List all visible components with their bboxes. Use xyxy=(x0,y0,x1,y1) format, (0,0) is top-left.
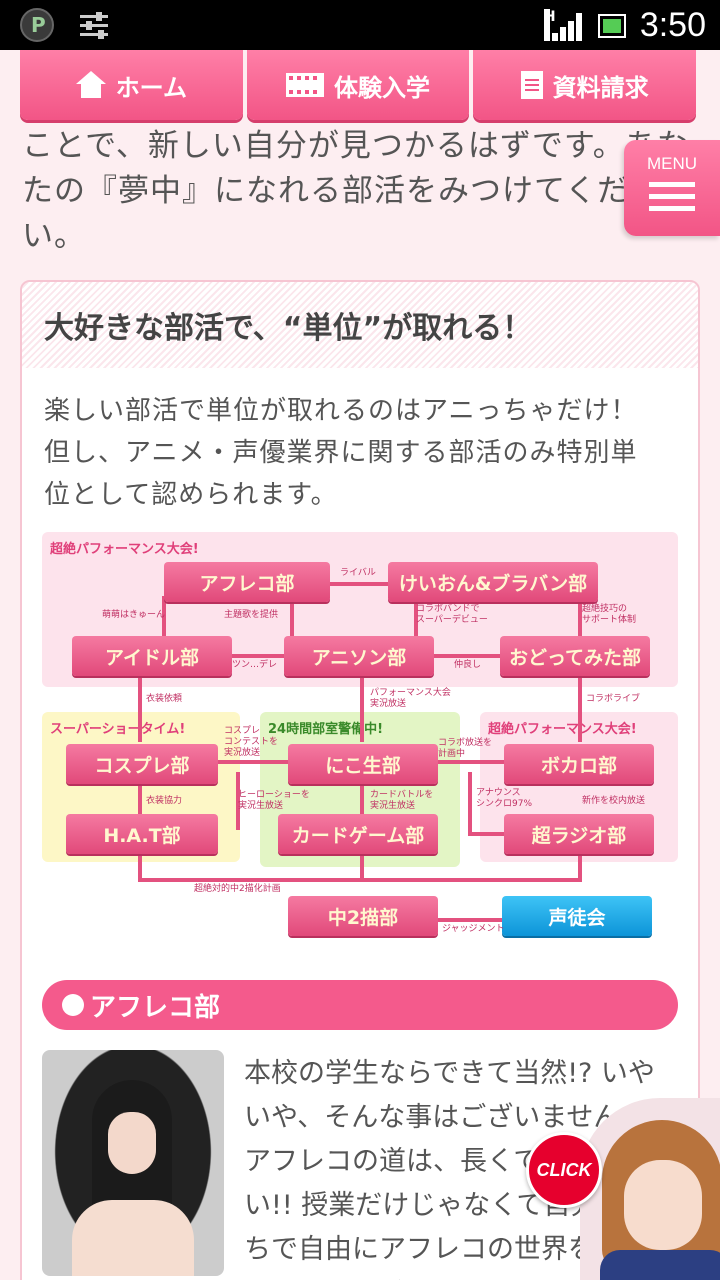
connector xyxy=(578,850,582,880)
connector xyxy=(360,674,364,742)
connector xyxy=(162,596,166,646)
note-label: 萌萌はきゅーん xyxy=(102,610,166,620)
note-label: コラボバンドで スーパーデビュー xyxy=(416,604,488,625)
card-line: 楽しい部活で単位が取れるのはアニっちゃだけ！ xyxy=(44,396,638,426)
card-title: 大好きな部活で、“単位”が取れる！ xyxy=(22,282,698,368)
section-title: アフレコ部 xyxy=(90,992,221,1023)
status-bar: H 3:50 xyxy=(0,0,720,50)
intro-text: ことで、新しい自分が見つかるはずです。あなたの『夢中』になれる部活をみつけてくだ… xyxy=(22,128,689,254)
note-label: 主題歌を提供 xyxy=(224,610,279,620)
note-label: 仲良し xyxy=(454,660,482,670)
connector xyxy=(138,850,142,880)
connector xyxy=(232,654,284,658)
battery-icon xyxy=(597,13,626,38)
note-label: 衣装依頼 xyxy=(146,694,183,704)
connector xyxy=(138,782,142,816)
signal-icon: H xyxy=(543,8,584,41)
note-label: ツン…デレ xyxy=(232,660,278,670)
connector xyxy=(414,596,418,646)
club-card: 大好きな部活で、“単位”が取れる！ 楽しい部活で単位が取れるのはアニっちゃだけ！… xyxy=(20,280,700,1280)
connector xyxy=(468,772,472,834)
club-seitokai[interactable]: 声徒会 xyxy=(502,896,652,936)
connector xyxy=(434,654,500,658)
body-line: して、ライバルのあの子に xyxy=(244,1272,674,1280)
click-banner[interactable]: CLICK xyxy=(520,1090,720,1280)
club-anison[interactable]: アニソン部 xyxy=(284,636,434,676)
section-header[interactable]: アフレコ部 xyxy=(42,980,678,1030)
nav-trial-label: 体験入学 xyxy=(334,73,430,102)
club-afureko[interactable]: アフレコ部 xyxy=(164,562,330,602)
connector xyxy=(138,674,142,742)
note-label: 新作を校内放送 xyxy=(582,796,646,806)
note-label: ライバル xyxy=(340,568,376,578)
body-line: 本校の学生ならできて当然!? いや xyxy=(244,1058,655,1089)
note-label: ヒーローショーを 実況生放送 xyxy=(238,790,310,811)
nav-docs-button[interactable]: 資料請求 xyxy=(473,50,697,120)
note-label: 超絶技巧の サポート体制 xyxy=(582,604,637,625)
connector xyxy=(578,674,582,742)
connector xyxy=(468,832,506,836)
connector xyxy=(578,596,582,646)
bullet-icon xyxy=(62,994,84,1016)
note-label: アナウンス シンクロ97% xyxy=(476,788,533,809)
nav-trial-button[interactable]: 体験入学 xyxy=(246,50,470,120)
connector xyxy=(438,918,504,922)
club-cosplay[interactable]: コスプレ部 xyxy=(66,744,218,784)
body-line: いや、そんな事はございませんよ xyxy=(244,1102,648,1133)
home-icon xyxy=(75,71,106,99)
club-idol[interactable]: アイドル部 xyxy=(72,636,232,676)
nav-docs-label: 資料請求 xyxy=(552,73,649,102)
club-keion[interactable]: けいおん&ブラバン部 xyxy=(388,562,598,602)
nav-home-button[interactable]: ホーム xyxy=(20,50,243,120)
club-hat[interactable]: H.A.T部 xyxy=(66,814,218,854)
club-vocalo[interactable]: ボカロ部 xyxy=(504,744,654,784)
note-label: ジャッジメント xyxy=(442,924,505,934)
card-line: 但し、アニメ・声優業界に関する部活のみ特別単 xyxy=(44,438,638,468)
card-description: 楽しい部活で単位が取れるのはアニっちゃだけ！ 但し、アニメ・声優業界に関する部活… xyxy=(44,390,637,516)
zone-left-label: スーパーショータイム! xyxy=(50,722,186,737)
connector xyxy=(330,582,390,586)
connector xyxy=(438,760,504,764)
nav-home-label: ホーム xyxy=(115,73,187,102)
zone-center-label: 24時間部室警備中! xyxy=(268,722,384,737)
film-icon xyxy=(286,73,324,97)
connector xyxy=(290,596,294,646)
zone-top-label: 超絶パフォーマンス大会! xyxy=(50,542,199,557)
club-nicona[interactable]: にこ生部 xyxy=(288,744,438,784)
connector xyxy=(360,782,364,816)
menu-button[interactable]: MENU xyxy=(624,140,720,236)
note-label: コラボ放送を 計画中 xyxy=(438,738,493,759)
connector xyxy=(218,760,290,764)
club-chuni[interactable]: 中2描部 xyxy=(288,896,438,936)
connector xyxy=(236,772,240,830)
club-photo xyxy=(42,1050,224,1276)
club-odotte[interactable]: おどってみた部 xyxy=(500,636,650,676)
body-line: ちで自由にアフレコの世界を xyxy=(244,1234,595,1265)
settings-sliders-icon xyxy=(80,12,108,39)
note-label: コスプレ コンテストを 実況放送 xyxy=(224,726,279,758)
app-notification-icon xyxy=(20,8,54,42)
club-relationship-diagram: 超絶パフォーマンス大会! スーパーショータイム! 24時間部室警備中! 超絶パフ… xyxy=(42,532,678,944)
note-label: 衣装協力 xyxy=(146,796,183,806)
hamburger-icon xyxy=(649,182,695,211)
note-label: 超絶対的中2描化計画 xyxy=(194,884,281,894)
note-label: コラボライブ xyxy=(586,694,641,704)
club-radio[interactable]: 超ラジオ部 xyxy=(504,814,654,854)
note-label: パフォーマンス大会 実況放送 xyxy=(370,688,451,709)
club-cardgame[interactable]: カードゲーム部 xyxy=(278,814,438,854)
note-label: カードバトルを 実況生放送 xyxy=(370,790,434,811)
menu-label: MENU xyxy=(646,154,698,173)
card-line: 位として認められます。 xyxy=(44,480,338,510)
header-nav: ホーム 体験入学 資料請求 xyxy=(20,50,697,120)
connector xyxy=(360,852,364,882)
click-badge[interactable]: CLICK xyxy=(526,1132,602,1208)
zone-right-label: 超絶パフォーマンス大会! xyxy=(488,722,637,737)
clock: 3:50 xyxy=(639,6,706,44)
document-icon xyxy=(520,71,543,99)
